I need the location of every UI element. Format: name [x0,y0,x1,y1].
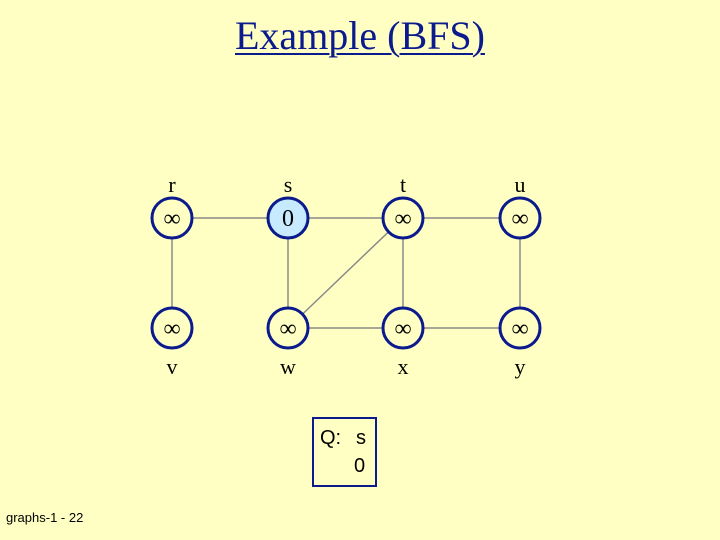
vertex-v-label: v [167,354,178,379]
vertex-y-label: y [515,354,526,379]
queue-label: Q: [320,427,342,449]
vertex-x-distance: ∞ [394,316,411,342]
vertex-x [381,306,425,350]
edge-w-t [287,217,404,329]
vertex-u-distance: ∞ [511,206,528,232]
slide-footer: graphs-1 - 22 [6,510,84,525]
vertex-w-distance: ∞ [279,316,296,342]
vertex-s-label: s [284,172,293,197]
vertex-r-distance: ∞ [163,206,180,232]
vertex-y [498,306,542,350]
vertex-s [266,196,310,240]
vertex-t-distance: ∞ [394,206,411,232]
vertex-v-distance: ∞ [163,316,180,342]
vertex-t [381,196,425,240]
graph-nodes: ∞ r 0 s ∞ t ∞ u ∞ v ∞ w ∞ x ∞ y [150,172,542,379]
queue-item: s [356,427,366,449]
vertex-u [498,196,542,240]
vertex-s-distance: 0 [282,206,294,232]
vertex-r-label: r [168,172,176,197]
vertex-u-label: u [515,172,526,197]
vertex-w-label: w [280,354,296,379]
vertex-v [150,306,194,350]
slide-title: Example (BFS) [235,13,485,58]
vertex-y-distance: ∞ [511,316,528,342]
graph-edges [171,217,521,329]
queue-distance: 0 [354,455,366,477]
queue-box: Q: s 0 [312,417,377,487]
vertex-w [266,306,310,350]
vertex-r [150,196,194,240]
vertex-t-label: t [400,172,406,197]
vertex-x-label: x [398,354,409,379]
